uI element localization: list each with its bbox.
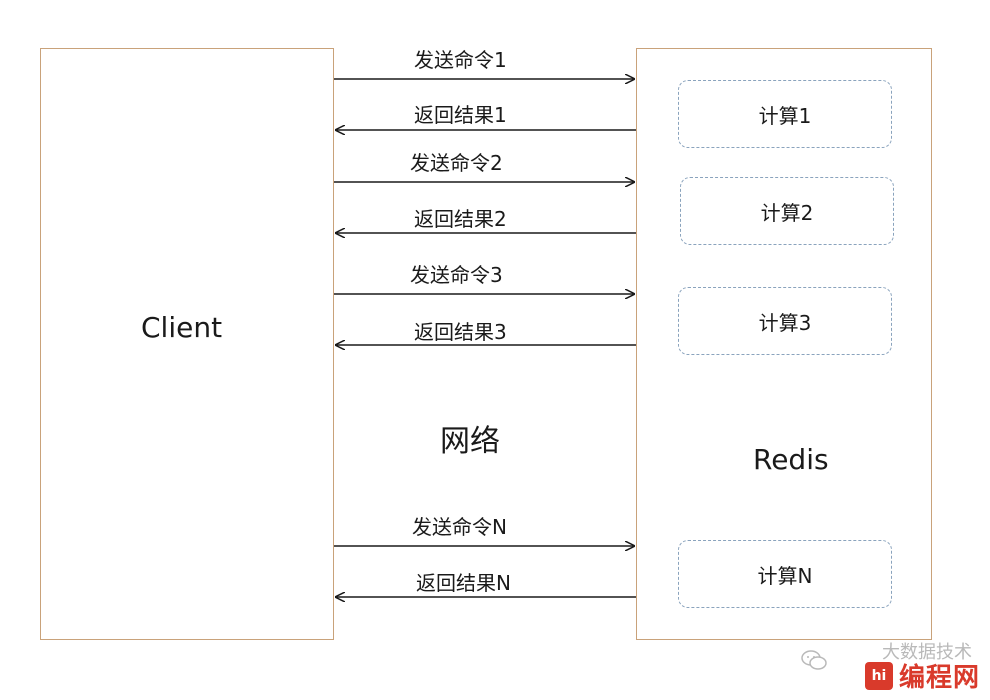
msg-label-return-1: 返回结果1 bbox=[414, 103, 507, 127]
redis-label: Redis bbox=[753, 443, 829, 476]
calc-label-1: 计算1 bbox=[758, 103, 812, 128]
client-box: Client bbox=[40, 48, 334, 640]
msg-label-send-3: 发送命令3 bbox=[410, 263, 503, 287]
calc-label-2: 计算2 bbox=[760, 200, 814, 225]
calc-box-3: 计算3 bbox=[678, 287, 892, 355]
watermark-faint-text: 大数据技术 bbox=[882, 642, 972, 663]
calc-label-n: 计算N bbox=[757, 563, 813, 588]
msg-label-send-1: 发送命令1 bbox=[414, 48, 507, 72]
calc-label-3: 计算3 bbox=[758, 310, 812, 335]
msg-label-send-n: 发送命令N bbox=[412, 515, 507, 539]
client-label: Client bbox=[141, 311, 223, 344]
network-label: 网络 bbox=[440, 424, 500, 459]
site-logo-icon: hi bbox=[864, 661, 893, 690]
calc-box-1: 计算1 bbox=[678, 80, 892, 148]
calc-box-2: 计算2 bbox=[680, 177, 894, 245]
msg-label-return-3: 返回结果3 bbox=[414, 320, 507, 344]
site-logo-text: hi bbox=[871, 667, 887, 684]
msg-label-return-2: 返回结果2 bbox=[414, 207, 507, 231]
msg-label-send-2: 发送命令2 bbox=[410, 151, 503, 175]
msg-label-return-n: 返回结果N bbox=[416, 571, 511, 595]
site-name: 编程网 bbox=[898, 663, 980, 693]
watermark: hi 编程网 bbox=[864, 657, 980, 694]
wechat-icon bbox=[801, 650, 827, 670]
calc-box-n: 计算N bbox=[678, 540, 892, 608]
